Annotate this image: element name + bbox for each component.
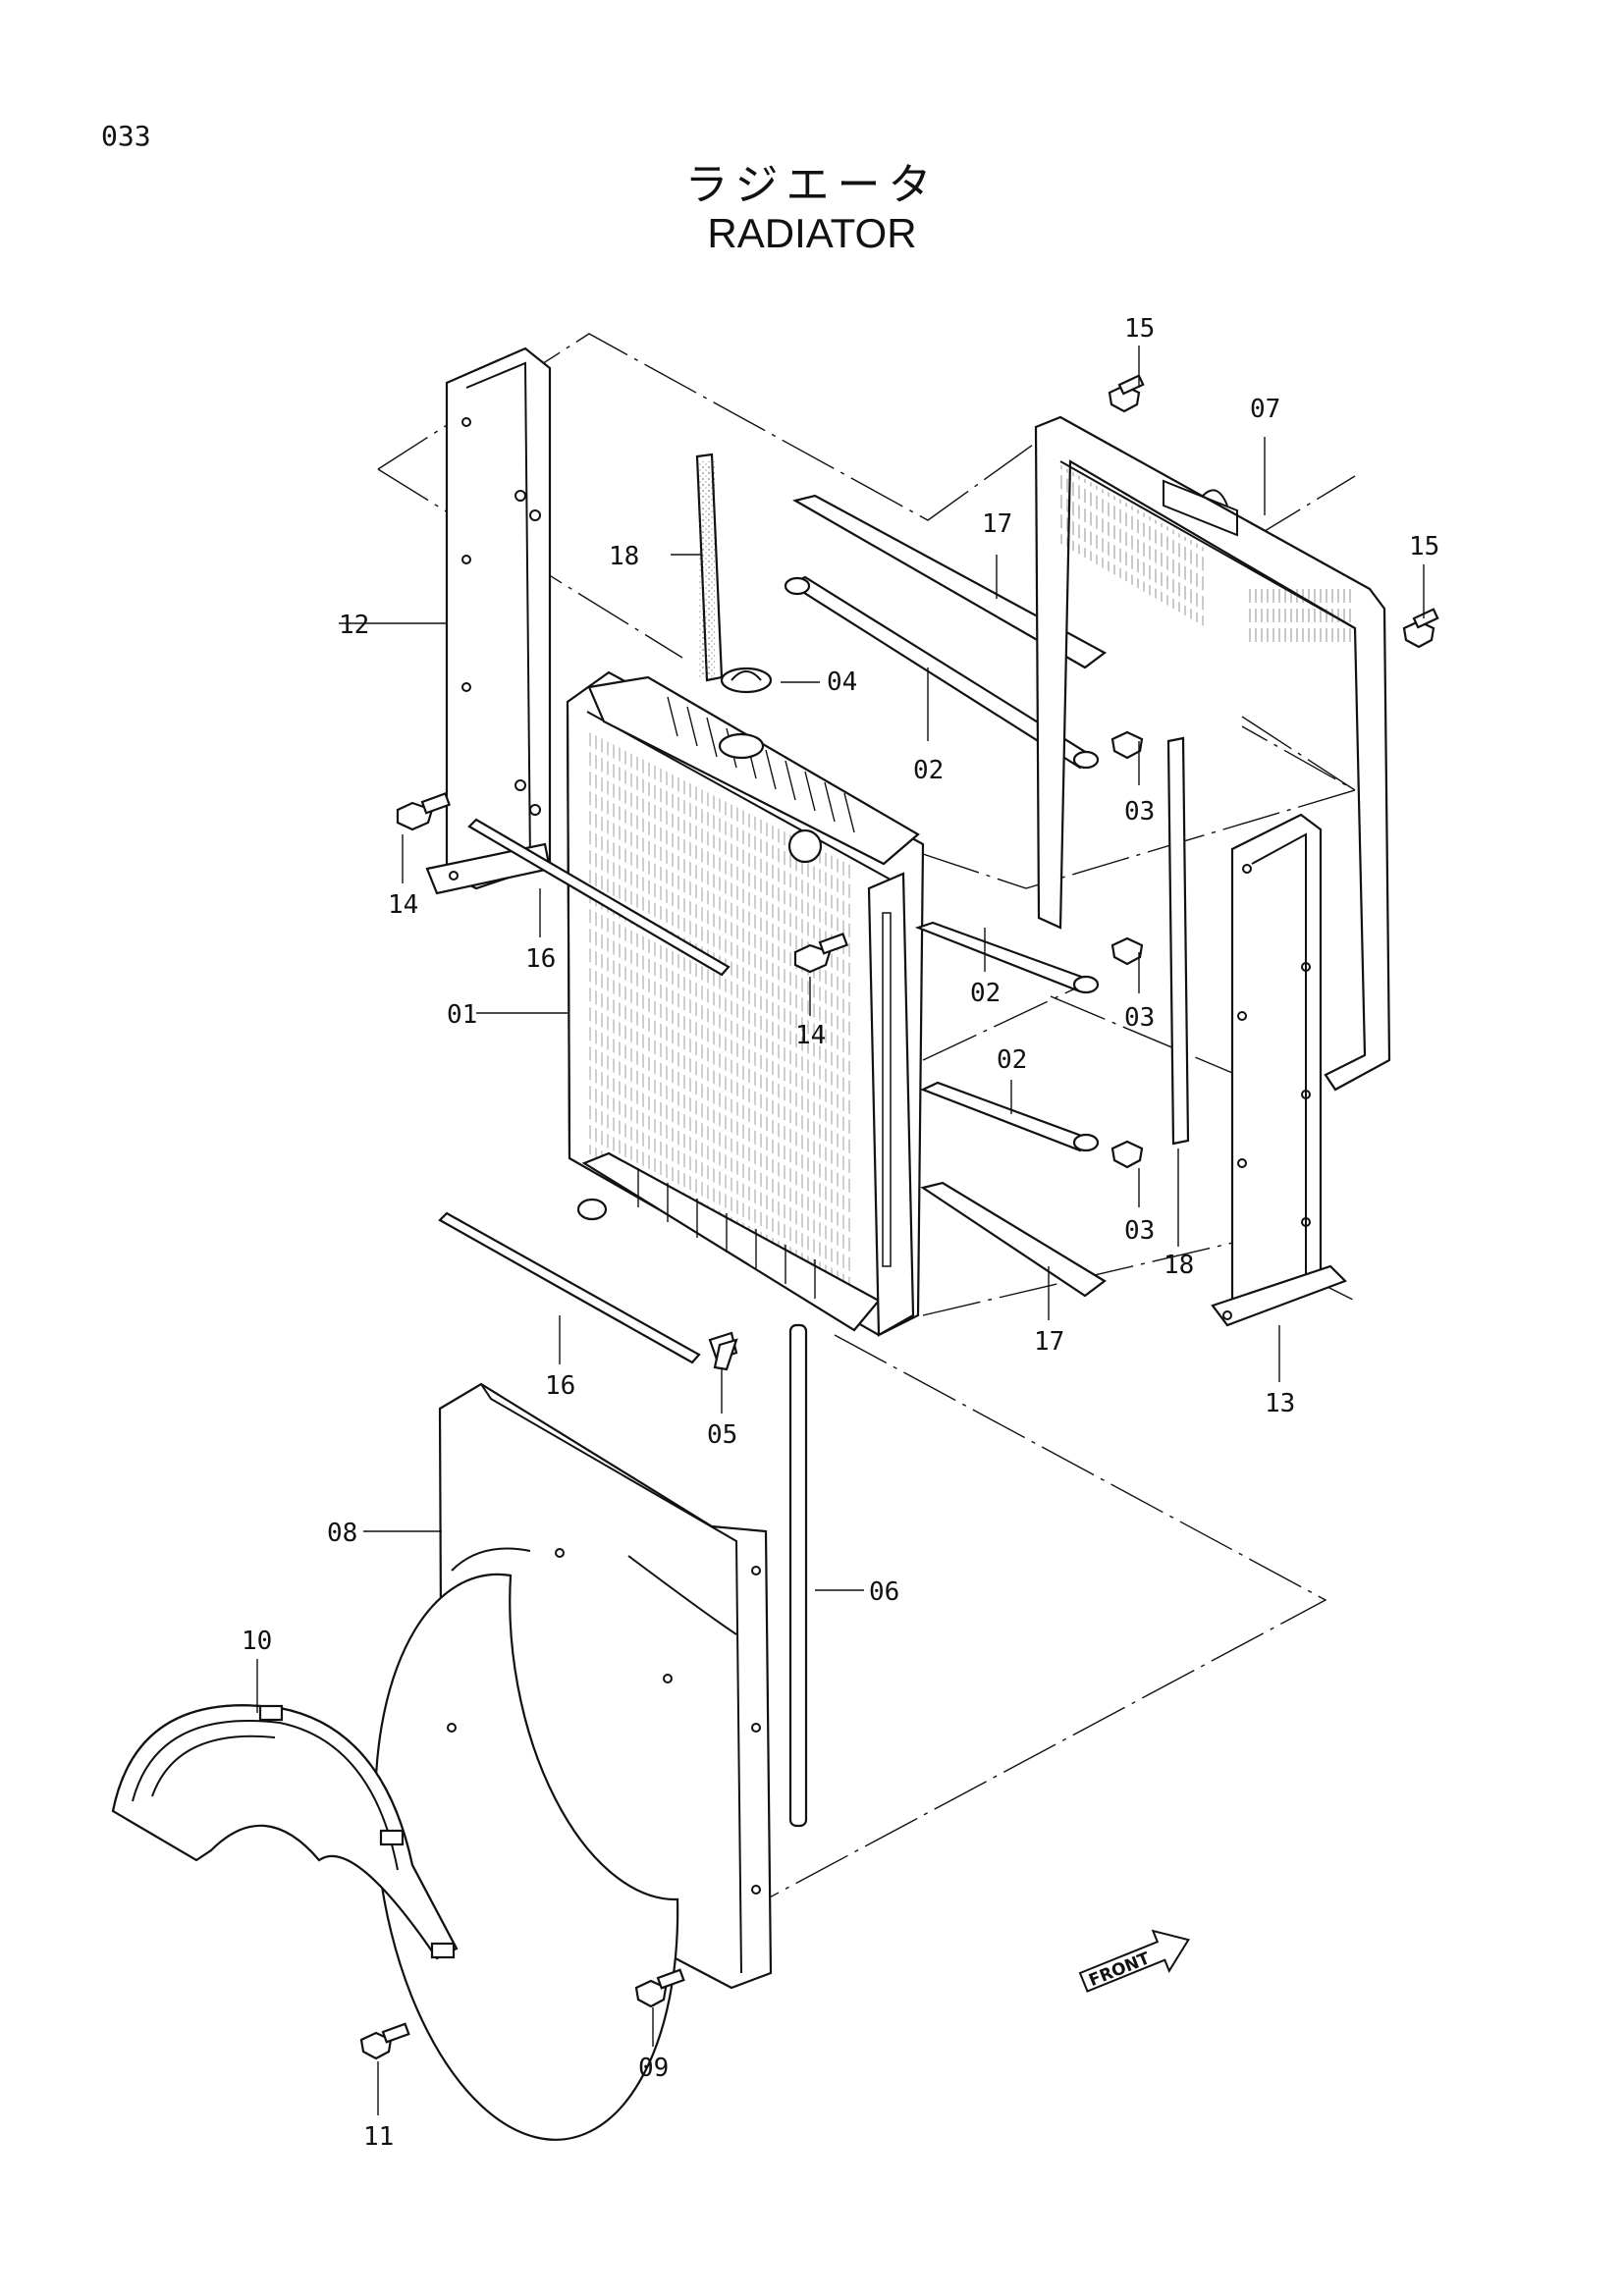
title-english: RADIATOR xyxy=(707,210,917,256)
part-02-stays xyxy=(784,575,1100,1152)
callout-08: 08 xyxy=(327,1519,357,1548)
part-01-radiator-core xyxy=(566,670,925,1337)
callout-02: 02 xyxy=(913,756,944,785)
part-16-bars xyxy=(438,818,731,1364)
callout-01: 01 xyxy=(447,1000,477,1030)
callout-14: 14 xyxy=(795,1021,826,1050)
title-japanese: ラジエータ xyxy=(684,160,940,210)
callout-15: 15 xyxy=(1409,532,1439,561)
leader-lines xyxy=(256,346,1425,2115)
part-06-drain-hose xyxy=(788,1323,808,1828)
part-05-drain-cock xyxy=(708,1331,738,1371)
bolt-09 xyxy=(634,1968,685,2008)
callout-14: 14 xyxy=(388,890,418,920)
part-18-seal-strip-left xyxy=(695,453,724,682)
callout-16: 16 xyxy=(525,944,556,974)
bolt-03b xyxy=(1110,936,1144,966)
part-10-fan-guard xyxy=(111,1704,459,1960)
callout-03: 03 xyxy=(1124,1003,1155,1033)
part-08-fan-shroud xyxy=(374,1382,773,2141)
part-07-shroud-frame xyxy=(1034,415,1391,1092)
callout-labels: 15 07 15 18 17 12 04 02 03 14 16 02 14 0… xyxy=(242,314,1439,2152)
callout-15: 15 xyxy=(1124,314,1155,344)
part-18-seal-strip-right xyxy=(1166,736,1190,1146)
bolt-15b xyxy=(1402,608,1439,649)
bolt-14a xyxy=(396,792,452,831)
callout-11: 11 xyxy=(363,2122,394,2152)
callout-09: 09 xyxy=(638,2054,669,2083)
callout-12: 12 xyxy=(339,611,369,640)
callout-16: 16 xyxy=(545,1371,575,1401)
part-17-foam-seal-upper xyxy=(792,494,1108,669)
bolt-15a xyxy=(1108,374,1145,413)
part-17-foam-seal-lower xyxy=(920,1181,1107,1298)
part-13-right-bracket xyxy=(1211,813,1347,1327)
callout-18: 18 xyxy=(609,542,639,571)
page-number: 033 xyxy=(101,120,151,152)
callout-03: 03 xyxy=(1124,797,1155,827)
callout-17: 17 xyxy=(1034,1327,1064,1357)
bolt-03a xyxy=(1110,730,1144,760)
callout-07: 07 xyxy=(1250,395,1280,424)
part-04-radiator-cap xyxy=(720,667,773,694)
callout-04: 04 xyxy=(827,667,857,697)
callout-13: 13 xyxy=(1265,1389,1295,1418)
bolt-03c xyxy=(1110,1140,1144,1169)
bolt-11 xyxy=(359,2022,410,2060)
part-12-left-bracket xyxy=(425,347,552,895)
callout-05: 05 xyxy=(707,1420,737,1450)
front-direction-arrow: FRONT xyxy=(1078,1929,1190,1993)
callout-10: 10 xyxy=(242,1627,272,1656)
callout-17: 17 xyxy=(982,509,1012,539)
callout-02: 02 xyxy=(997,1045,1027,1075)
callout-06: 06 xyxy=(869,1577,899,1607)
callout-18: 18 xyxy=(1164,1251,1194,1280)
callout-02: 02 xyxy=(970,979,1001,1008)
callout-03: 03 xyxy=(1124,1216,1155,1246)
bolt-14b xyxy=(793,933,849,974)
front-label: FRONT xyxy=(1086,1949,1153,1991)
bolts xyxy=(359,374,1439,2060)
